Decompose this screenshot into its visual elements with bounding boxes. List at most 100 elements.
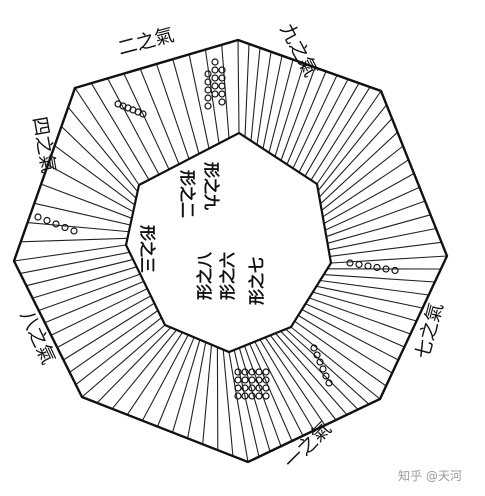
strip-line: [204, 49, 220, 144]
trigram-dot: [241, 384, 249, 392]
strip-line: [40, 183, 132, 219]
trigram-dot: [255, 376, 263, 384]
trigram-dot: [373, 263, 381, 272]
corner-line: [13, 244, 127, 262]
strip-line: [298, 78, 349, 173]
strip-line: [249, 343, 293, 442]
trigram-dot: [262, 368, 270, 376]
strip-line: [107, 78, 160, 175]
strip-line: [63, 302, 155, 361]
strip-line: [322, 159, 409, 218]
trigram-dot: [262, 384, 270, 392]
strip-line: [327, 214, 431, 244]
strip-line: [301, 309, 399, 361]
trigram-dot: [248, 392, 256, 400]
strip-line: [286, 71, 327, 165]
strip-line: [47, 164, 134, 213]
trigram-dot: [204, 78, 212, 86]
strip-line: [188, 54, 210, 149]
outer-label-bottom: 一之氣: [280, 418, 336, 474]
strip-line: [155, 63, 190, 160]
strip-line: [254, 341, 304, 437]
strip-line: [244, 43, 250, 137]
trigram-dot: [211, 90, 219, 98]
trigram-dot: [234, 376, 242, 384]
trigram-dot: [241, 392, 249, 400]
trigram-dot: [316, 358, 324, 366]
strip-line: [54, 145, 136, 206]
strip-line: [292, 75, 338, 169]
strip-line: [324, 186, 420, 231]
trigram-dot: [262, 392, 270, 400]
strip-line: [326, 200, 426, 238]
inner-label-top-a: 形之二: [178, 170, 197, 218]
trigram-dot: [255, 384, 263, 392]
strip-line: [256, 51, 272, 145]
strip-line: [27, 222, 129, 233]
strip-line: [310, 86, 371, 181]
strip-line: [298, 314, 393, 374]
strip-line: [96, 327, 172, 404]
trigram-dot: [355, 260, 363, 269]
strip-lines: [13, 39, 448, 463]
strip-line: [90, 82, 150, 181]
trigram-dot: [43, 216, 51, 225]
strip-line: [221, 44, 230, 139]
strip-line: [316, 285, 423, 309]
corner-line: [330, 255, 448, 264]
trigram-dot: [313, 351, 321, 359]
strip-line: [34, 202, 131, 226]
strip-line: [304, 82, 360, 177]
strip-line: [285, 328, 370, 405]
strip-line: [67, 106, 139, 193]
strip-line: [262, 55, 283, 149]
strip-line: [329, 241, 442, 257]
trigram-dot: [218, 74, 226, 82]
strip-line: [20, 251, 130, 274]
trigram-dot: [211, 74, 219, 82]
strip-line: [323, 274, 435, 283]
trigram-dot: [218, 90, 226, 98]
outer-label-top-left: 二之氣: [116, 24, 177, 60]
inner-label-lower-a: 形之八: [195, 251, 214, 300]
strip-line: [171, 339, 201, 433]
trigram-dot: [319, 365, 327, 373]
corner-line: [316, 90, 382, 185]
trigram-dot: [310, 344, 318, 352]
inner-label-lower-b: 形之六: [218, 252, 237, 300]
inner-label-top-b: 形之九: [202, 162, 221, 210]
strip-line: [222, 349, 234, 457]
strip-line: [268, 59, 294, 153]
strip-line: [321, 145, 404, 211]
strip-line: [305, 303, 405, 348]
trigram-dot: [204, 94, 212, 102]
trigram-dot: [241, 368, 249, 376]
strip-line: [269, 334, 337, 421]
strip-line: [309, 297, 411, 335]
trigram-dot: [34, 213, 42, 221]
trigram-dot: [382, 265, 390, 273]
strip-line: [274, 63, 305, 157]
strip-line: [141, 334, 189, 421]
outer-label-right: 七之氣: [412, 301, 448, 362]
strip-line: [294, 320, 387, 387]
trigram-dot: [234, 384, 242, 392]
trigram-dot: [218, 82, 226, 90]
trigram-dot: [52, 220, 60, 228]
corner-line: [81, 324, 166, 398]
strip-line: [44, 280, 144, 324]
strip-line: [275, 332, 348, 416]
trigram-dot: [70, 227, 78, 235]
strip-line: [20, 237, 128, 243]
trigram-dot: [204, 70, 212, 78]
strip-line: [50, 288, 148, 336]
trigram-dot: [211, 66, 219, 74]
trigram-dot: [218, 66, 226, 74]
trigram-dots: [34, 58, 399, 400]
strip-line: [57, 295, 152, 348]
trigram-dot: [234, 368, 242, 376]
trigram-dot: [248, 376, 256, 384]
strip-line: [320, 279, 429, 296]
inner-octagon: [124, 131, 333, 354]
strip-line: [259, 339, 315, 431]
